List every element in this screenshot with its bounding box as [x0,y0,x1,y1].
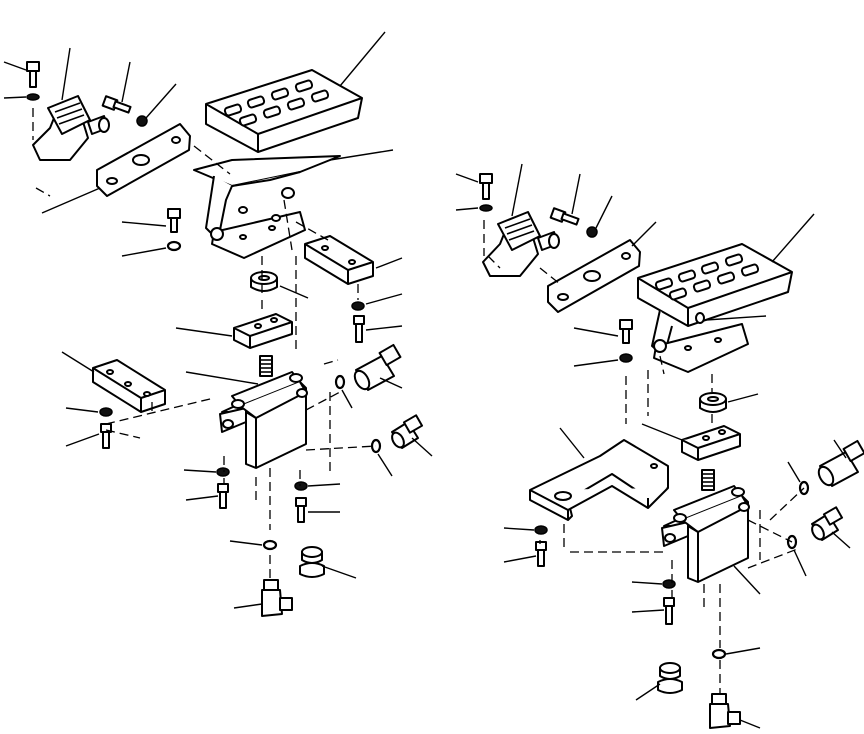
left-bolt-b [101,61,177,127]
right-assembly [455,163,864,729]
left-pedal-pad [205,31,386,153]
left-spacer-block-c [61,351,166,449]
left-assembly [3,31,433,617]
left-spacer-block-b [175,313,293,349]
left-top-washer [3,93,40,101]
left-spacer-block-a [304,235,403,285]
right-top-bolt [455,173,493,212]
left-nut [250,271,309,299]
right-pedal-pad [637,213,815,327]
left-fitting-a [334,343,403,409]
right-u-frame [529,427,669,521]
left-fitting-b [370,414,433,477]
left-bolt-d [351,293,403,343]
left-bottom-bolts [183,467,341,523]
left-hinge-bracket [32,47,110,161]
left-bolt-c [121,208,182,257]
right-fitting-b [786,506,851,577]
right-bolt-b [549,173,613,238]
left-top-bolt [3,61,40,88]
right-bolt-d [503,525,548,567]
left-valve-body [185,355,308,469]
left-pedal-arm [193,149,394,259]
right-hinge-bracket [482,163,560,277]
right-link-plate [547,221,657,313]
right-fitting-a [787,439,864,496]
right-bottom-fittings [635,647,761,729]
right-pedal-arm [651,309,767,373]
right-nut [699,392,759,413]
left-bottom-fittings [229,539,357,617]
right-bolt-c [573,319,633,367]
left-link-plate [41,123,191,214]
right-spacer-block [641,423,741,461]
right-bottom-bolts [631,579,676,625]
right-valve-body [661,469,761,595]
